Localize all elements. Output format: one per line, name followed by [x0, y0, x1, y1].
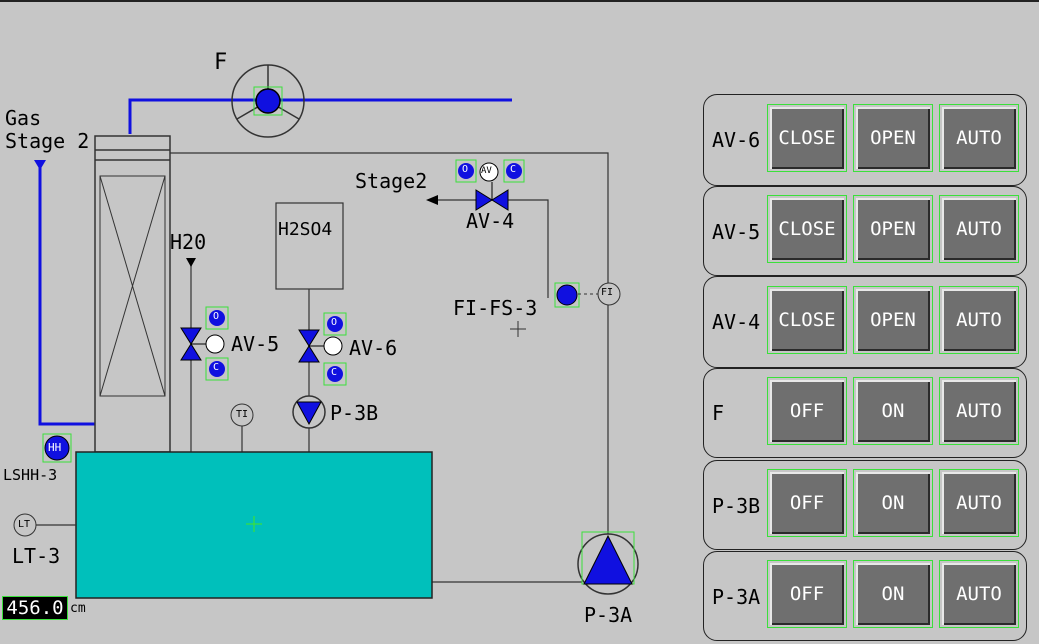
f-off-button[interactable]: OFF: [767, 377, 847, 445]
av6-open-button[interactable]: OPEN: [853, 104, 933, 172]
ti-tag: TI: [236, 409, 249, 420]
av5-close-badge: C: [213, 362, 220, 373]
gas-label-2: Stage 2: [5, 129, 90, 153]
recirculation-pipe: [170, 152, 609, 535]
gas-label-1: Gas: [5, 106, 42, 130]
fi-label: FI-FS-3: [453, 296, 538, 320]
p3b-on-button[interactable]: ON: [853, 469, 933, 537]
av6-label: AV-6: [349, 336, 398, 360]
f-on-button[interactable]: ON: [853, 377, 933, 445]
pump-p3b[interactable]: [292, 395, 326, 429]
av4-close-badge: C: [510, 164, 517, 175]
p3b-label: P-3B: [330, 401, 379, 425]
p3a-on-button[interactable]: ON: [853, 560, 933, 628]
control-panel-av4: AV-4 CLOSE OPEN AUTO: [703, 276, 1027, 368]
p3a-auto-button[interactable]: AUTO: [939, 560, 1019, 628]
fan-f[interactable]: [231, 64, 305, 138]
gas-inlet-pipe: [38, 162, 95, 426]
control-label-p3b: P-3B: [712, 494, 761, 518]
av5-close-button[interactable]: CLOSE: [767, 195, 847, 263]
p3a-off-button[interactable]: OFF: [767, 560, 847, 628]
control-label-av4: AV-4: [712, 310, 761, 334]
av4-actuator-tag: AV: [481, 166, 492, 176]
p3b-off-button[interactable]: OFF: [767, 469, 847, 537]
h2o-label: H20: [170, 230, 207, 254]
av6-open-badge: O: [331, 317, 338, 328]
control-panel-av5: AV-5 CLOSE OPEN AUTO: [703, 186, 1027, 276]
valve-av4[interactable]: [455, 159, 525, 211]
stage2-label: Stage2: [355, 169, 428, 193]
control-panel-f: F OFF ON AUTO: [703, 368, 1027, 458]
control-label-av5: AV-5: [712, 220, 761, 244]
hh-badge: HH: [48, 441, 62, 454]
gas-inlet-arrow: [34, 160, 46, 170]
av6-close-button[interactable]: CLOSE: [767, 104, 847, 172]
level-readout: 456.0: [2, 596, 68, 620]
fan-label: F: [214, 50, 228, 75]
av5-auto-button[interactable]: AUTO: [939, 195, 1019, 263]
p3b-auto-button[interactable]: AUTO: [939, 469, 1019, 537]
water-arrow: [186, 258, 196, 267]
fi-tag: FI: [601, 287, 614, 298]
control-label-av6: AV-6: [712, 128, 761, 152]
control-panel-p3a: P-3A OFF ON AUTO: [703, 551, 1027, 641]
pump-p3a[interactable]: [577, 531, 639, 595]
av6-close-badge: C: [331, 367, 338, 378]
av4-auto-button[interactable]: AUTO: [939, 286, 1019, 354]
temperature-indicator[interactable]: [230, 403, 254, 427]
av4-open-button[interactable]: OPEN: [853, 286, 933, 354]
lt-label: LT-3: [12, 544, 61, 568]
level-unit: cm: [70, 601, 86, 616]
av6-auto-button[interactable]: AUTO: [939, 104, 1019, 172]
av5-label: AV-5: [231, 332, 280, 356]
h2so4-label: H2SO4: [278, 219, 333, 240]
control-panel-av6: AV-6 CLOSE OPEN AUTO: [703, 94, 1027, 186]
av5-open-button[interactable]: OPEN: [853, 195, 933, 263]
control-label-p3a: P-3A: [712, 585, 761, 609]
av4-close-button[interactable]: CLOSE: [767, 286, 847, 354]
lshh-label: LSHH-3: [3, 466, 58, 484]
valve-av6[interactable]: [298, 312, 347, 386]
control-panel-p3b: P-3B OFF ON AUTO: [703, 460, 1027, 550]
stage2-branch-pipe: [436, 199, 549, 298]
p3a-label: P-3A: [584, 603, 633, 627]
av5-open-badge: O: [213, 311, 220, 322]
control-label-f: F: [712, 401, 725, 425]
scrubber-column: [94, 135, 171, 453]
gas-outlet-pipe: [128, 98, 512, 134]
stage2-arrow: [426, 195, 438, 205]
av4-open-badge: O: [462, 164, 469, 175]
av4-label: AV-4: [466, 209, 515, 233]
flow-indicator[interactable]: [510, 282, 621, 337]
high-high-level-switch[interactable]: [42, 433, 72, 463]
f-auto-button[interactable]: AUTO: [939, 377, 1019, 445]
valve-av5[interactable]: [180, 306, 229, 381]
level-transmitter[interactable]: [13, 513, 37, 537]
lt-tag: LT: [18, 519, 31, 530]
h2so4-tank: [275, 202, 344, 290]
